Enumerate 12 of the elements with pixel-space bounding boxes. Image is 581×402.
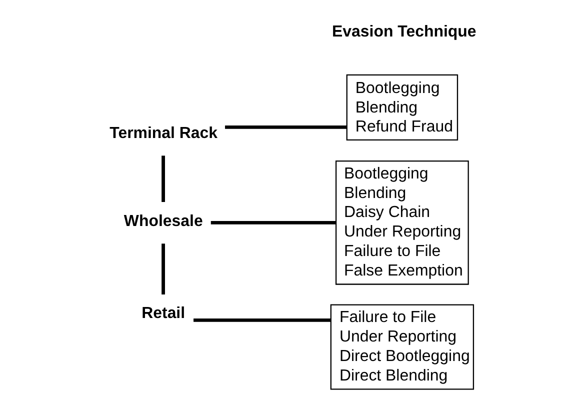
connector [193,318,330,322]
node-text: Wholesale [123,212,202,230]
connector [161,244,164,294]
node-text: Terminal Rack [109,124,218,142]
node-box: Failure to File Under Reporting Direct Bootlegging Direct Blending [330,304,474,390]
label: Evasion Technique [332,23,476,40]
node-box: Bootlegging Blending Refund Fraud [346,74,458,141]
connector [161,156,164,202]
node-text: Retail [141,305,185,322]
node-box: Bootlegging Blending Daisy Chain Under Reporting Failure to File False Exemption [334,160,468,285]
connector [210,220,336,224]
connector [224,125,346,129]
